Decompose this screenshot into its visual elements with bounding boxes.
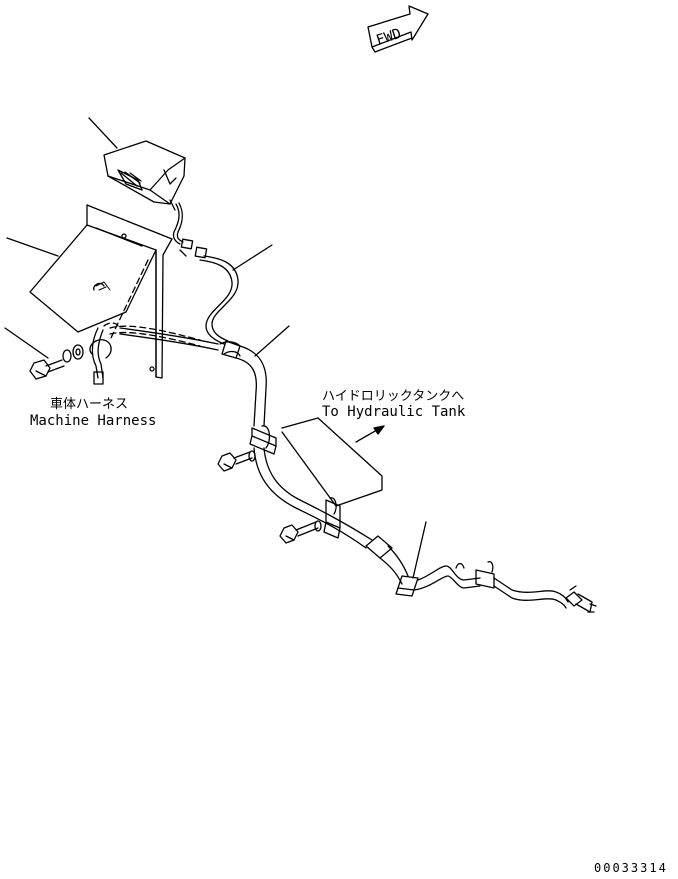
drawing-number: 00033314 <box>594 861 668 875</box>
hydraulic-hose-middle <box>253 447 373 549</box>
hydraulic-tank-label-jp: ハイドロリックタンクへ <box>322 389 465 404</box>
bolt-upper <box>217 450 256 472</box>
lamp-cable <box>172 203 181 245</box>
clamp-upper <box>249 425 277 455</box>
bracket <box>29 204 173 379</box>
tank-direction-arrow <box>355 425 385 443</box>
ground-terminal <box>89 327 112 385</box>
machine-harness <box>119 255 239 351</box>
bolt-lower <box>279 520 322 544</box>
fwd-arrow-icon: FWD <box>367 5 429 53</box>
machine-harness-label-en: Machine Harness <box>30 413 157 429</box>
harness-hidden <box>103 322 201 347</box>
hydraulic-tank-label-en: To Hydraulic Tank <box>322 404 466 420</box>
fwd-arrow-label: FWD <box>374 26 403 49</box>
clamp-lower <box>323 497 341 539</box>
hydraulic-pipe <box>413 560 569 609</box>
bolt-left <box>29 344 84 380</box>
work-lamp <box>103 140 186 211</box>
hydraulic-hose-upper <box>235 345 267 427</box>
machine-harness-label-jp: 車体ハーネス <box>50 397 129 412</box>
connector-pair <box>179 238 208 259</box>
leader-lines <box>4 117 427 579</box>
pipe-end-fitting <box>565 585 597 613</box>
protection-plate <box>281 417 383 507</box>
